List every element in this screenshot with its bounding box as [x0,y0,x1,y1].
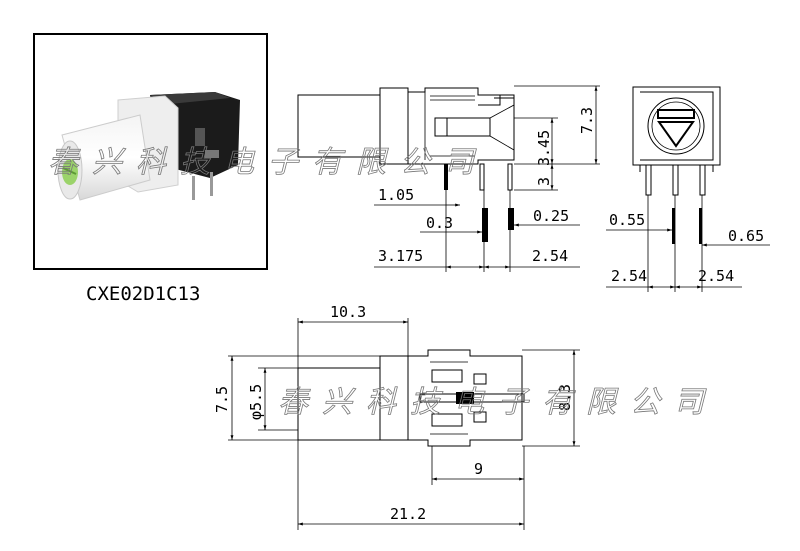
dim-7-5: 7.5 [213,386,231,413]
dim-0-65: 0.65 [728,227,764,245]
dim-3: 3 [535,177,553,186]
watermark-2: 春兴科技电子有限公司 [278,385,718,420]
dim-7-3: 7.3 [578,107,596,134]
watermark-1: 春兴科技电子有限公司 [48,145,488,180]
dim-0-3: 0.3 [426,214,453,232]
dim-2-54-front-right: 2.54 [698,267,734,285]
dim-phi-5-5: φ5.5 [247,384,265,420]
dim-9: 9 [474,460,483,478]
dim-3-175: 3.175 [378,247,423,265]
product-photo [33,33,268,270]
dim-8-3: 8.3 [556,384,574,411]
front-view: 0.55 0.65 2.54 2.54 [606,86,770,292]
dim-2-54-front-left: 2.54 [611,267,647,285]
top-view: 10.3 7.5 φ5.5 8.3 9 21.2 [213,303,580,530]
dim-1-05: 1.05 [378,186,414,204]
dim-3-45: 3.45 [535,130,553,166]
dim-21-2: 21.2 [390,505,426,523]
side-view: 1.05 0.3 0.25 3.175 2.54 7.3 3.45 3 [297,85,600,272]
dim-0-25: 0.25 [533,207,569,225]
dim-0-55: 0.55 [609,211,645,229]
dim-10-3: 10.3 [330,303,366,321]
part-number-caption: CXE02D1C13 [86,283,200,305]
dim-2-54-side: 2.54 [532,247,568,265]
